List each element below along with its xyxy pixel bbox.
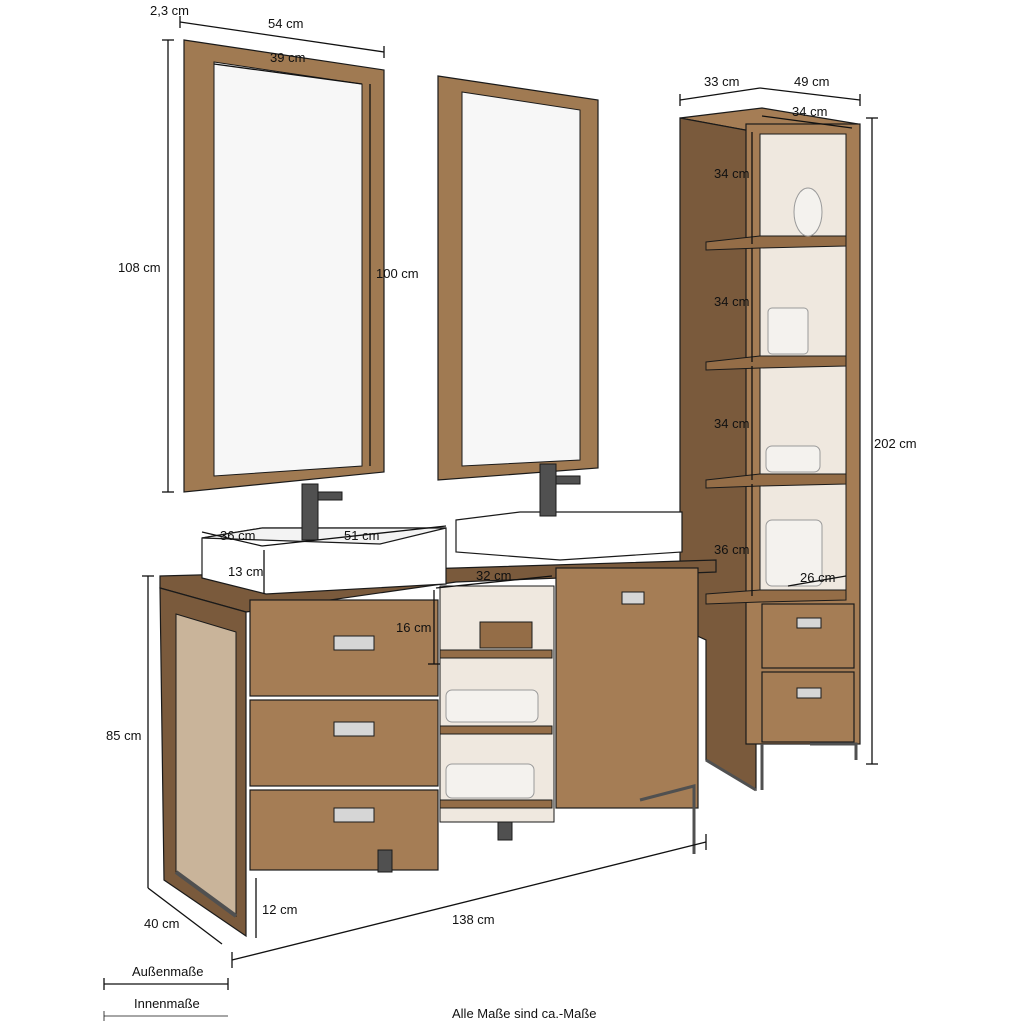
faucet-icon [301,483,319,541]
bottles-icon [767,307,809,355]
faucet-lever-icon [555,475,581,485]
dimension-labels: 2,3 cm 54 cm 39 cm 108 cm 100 cm 33 cm 4… [106,3,917,931]
vase-icon [793,187,823,237]
mirror-left [183,39,385,493]
label-vanity-leg-height: 12 cm [262,902,297,917]
label-mirror-width: 54 cm [268,16,303,31]
label-tall-cabinet-depth: 33 cm [704,74,739,89]
mirror-right [437,75,599,481]
vanity [159,559,717,938]
legend-inner-label: Innenmaße [134,996,200,1011]
label-shelf-inner-depth: 26 cm [800,570,835,585]
vanity-door [555,567,699,809]
label-vanity-height: 85 cm [106,728,141,743]
tall-cabinet [679,107,861,792]
folded-towels-icon [765,445,821,473]
legend: Außenmaße Innenmaße [103,964,229,1021]
label-tall-cabinet-width: 49 cm [794,74,829,89]
label-vanity-depth: 40 cm [144,916,179,931]
tall-cabinet-drawer-top [761,603,855,669]
label-mirror-inner-width: 39 cm [270,50,305,65]
dimension-lines [142,16,878,968]
folded-towels-icon [445,763,535,799]
folded-towels-icon [445,689,539,723]
footer-note: Alle Maße sind ca.-Maße [452,1006,597,1021]
faucet-icon [539,463,557,517]
label-vanity-width: 138 cm [452,912,495,927]
label-mirror-depth: 2,3 cm [150,3,189,18]
label-sink-height: 13 cm [228,564,263,579]
box-icon [479,621,533,649]
label-shelf-height-4: 36 cm [714,542,749,557]
legend-outer-label: Außenmaße [132,964,204,979]
label-tall-cabinet-height: 202 cm [874,436,917,451]
label-shelf-height-1: 34 cm [714,166,749,181]
basket-icon [765,519,823,587]
sink-right [455,463,683,561]
drawer-handle-icon [333,635,375,651]
drawer-handle-icon [796,617,822,629]
label-mirror-height: 108 cm [118,260,161,275]
label-shelf-height-2: 34 cm [714,294,749,309]
label-sink-width: 51 cm [344,528,379,543]
label-tall-cabinet-inner-width: 34 cm [792,104,827,119]
label-open-shelf-width: 32 cm [476,568,511,583]
faucet-lever-icon [317,491,343,501]
drawer-handle-icon [796,687,822,699]
label-sink-depth: 36 cm [220,528,255,543]
label-shelf-height-3: 34 cm [714,416,749,431]
drawer-handle-icon [333,807,375,823]
label-open-shelf-height: 16 cm [396,620,431,635]
label-mirror-inner-height: 100 cm [376,266,419,281]
tall-cabinet-drawer-bottom [761,671,855,743]
drawer-handle-icon [333,721,375,737]
door-handle-icon [621,591,645,605]
vanity-drawer-2 [249,699,439,787]
vanity-drawer-3 [249,789,439,871]
